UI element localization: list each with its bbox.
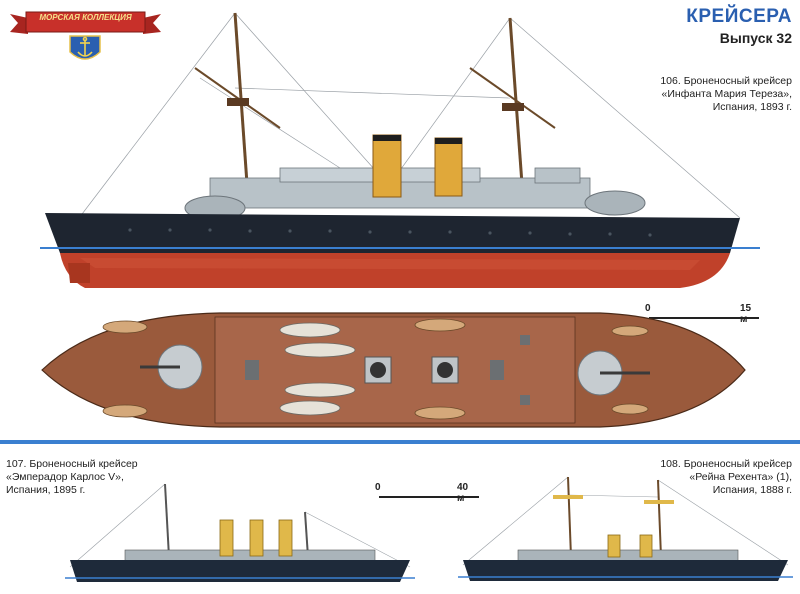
caption-108: 108. Броненосный крейсер «Рейна Рехента»…	[592, 458, 792, 497]
logo-text: МОРСКАЯ КОЛЛЕКЦИЯ	[39, 13, 132, 22]
issue-number: Выпуск 32	[719, 30, 792, 46]
caption-line: Испания, 1895 г.	[6, 484, 86, 496]
scale-line	[649, 317, 759, 319]
page-title: КРЕЙСЕРА	[686, 6, 792, 27]
caption-line: «Эмперадор Карлос V»,	[6, 471, 124, 483]
logo-banner	[8, 8, 163, 60]
caption-line: «Рейна Рехента» (1),	[689, 471, 792, 483]
scale-start-label: 0	[645, 303, 651, 314]
ship-107-profile	[65, 482, 415, 587]
scale-end-label: 15 м	[740, 303, 752, 325]
caption-106: 106. Броненосный крейсер «Инфанта Мария …	[572, 75, 792, 114]
scale-end-label: 40 м	[457, 482, 469, 504]
ship-108-profile	[458, 475, 793, 587]
caption-line: Испания, 1893 г.	[712, 101, 792, 113]
caption-line: 107. Броненосный крейсер	[6, 458, 138, 470]
scale-line	[379, 496, 479, 498]
caption-line: Испания, 1888 г.	[712, 484, 792, 496]
section-divider	[0, 440, 800, 444]
caption-line: 108. Броненосный крейсер	[660, 458, 792, 470]
ship-side-profile	[40, 8, 760, 293]
ship-top-view	[40, 305, 750, 440]
funnel	[434, 137, 463, 197]
caption-107: 107. Броненосный крейсер «Эмперадор Карл…	[6, 458, 166, 497]
funnel	[372, 134, 402, 198]
scale-start-label: 0	[375, 482, 381, 493]
anchor-icon	[77, 36, 93, 57]
caption-line: 106. Броненосный крейсер	[660, 75, 792, 87]
caption-line: «Инфанта Мария Тереза»,	[661, 88, 792, 100]
